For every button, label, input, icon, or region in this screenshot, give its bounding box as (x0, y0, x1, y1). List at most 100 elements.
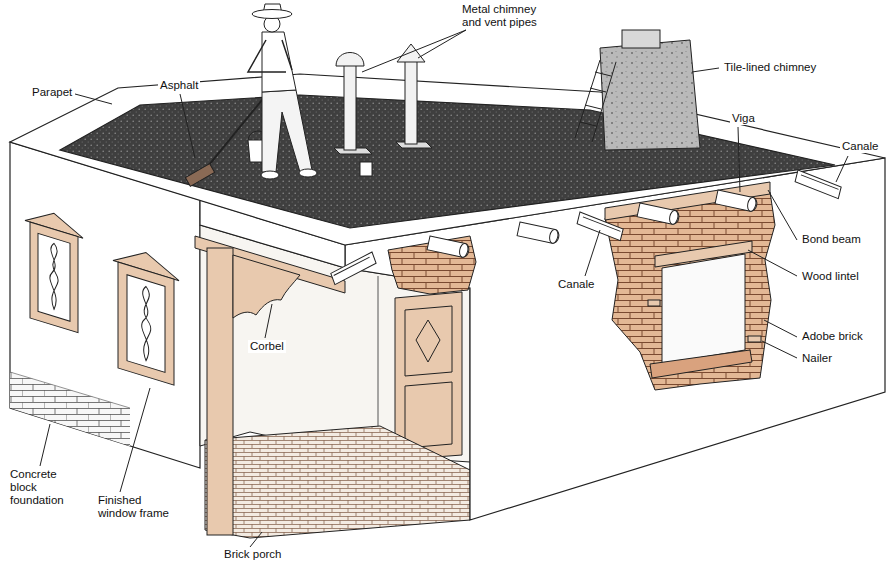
leader-lines-part (250, 532, 262, 547)
leader-lines-part (692, 68, 719, 72)
vigas-part-part (427, 236, 470, 258)
leader-lines-part (585, 230, 600, 276)
porch-post (195, 236, 345, 535)
part-label: Asphalt (158, 79, 200, 92)
roofer-figure-part (248, 40, 286, 72)
leader-lines-part (768, 190, 797, 240)
roofer-figure-part (282, 40, 292, 70)
chimneys-part (590, 88, 606, 92)
wall-cutaway-part (748, 336, 761, 342)
vigas-part (637, 203, 680, 225)
porch-recess-part (405, 306, 452, 376)
roofer-figure-part (299, 169, 317, 177)
part-label: Bond beam (800, 233, 863, 246)
chimneys (334, 30, 700, 176)
canales-part (576, 212, 625, 241)
leader-lines-part (180, 94, 195, 158)
roof-part (60, 95, 835, 228)
leader-lines-part (75, 94, 112, 104)
leader-lines-part (362, 30, 466, 72)
vigas-part-part (668, 210, 679, 225)
porch-recess-part (395, 292, 462, 460)
left-windows (25, 204, 179, 386)
wall-cutaway-part (648, 300, 660, 306)
porch-recess-part (405, 382, 452, 448)
left-windows-part-part (118, 262, 174, 385)
roofer-figure-part (261, 171, 279, 179)
vigas-part (517, 222, 560, 244)
part-label: Viga (730, 112, 757, 125)
porch-recess-part (378, 276, 379, 440)
wall-cutaway-part (388, 236, 476, 294)
part-label: Corbel (248, 340, 286, 353)
brick-porch-floor (205, 426, 470, 538)
canales-part-part (582, 217, 622, 232)
vigas-part (427, 236, 470, 258)
left-windows-part-part (30, 222, 78, 333)
roofer-figure-part (185, 164, 214, 187)
left-windows-part (25, 204, 83, 334)
canales-part (329, 252, 378, 285)
brick-porch-floor-part (205, 426, 470, 538)
canales-part-part (329, 252, 378, 285)
canales-part-part (794, 170, 843, 199)
part-label: Parapet (30, 86, 74, 99)
left-windows-part-part (38, 233, 70, 321)
part-label: Canale (840, 140, 880, 153)
chimneys-part (405, 60, 417, 144)
roof (10, 74, 885, 245)
chimneys-part (592, 62, 616, 142)
leader-lines-part (418, 30, 466, 58)
porch-recess-part (416, 320, 440, 362)
leader-lines-part (40, 424, 50, 466)
vigas-part-part (517, 222, 560, 244)
left-windows-part (113, 242, 179, 386)
leader-lines-part (265, 304, 272, 338)
chimneys-part (580, 122, 596, 126)
left-wall-part (10, 372, 130, 408)
left-wall-part (10, 372, 130, 446)
left-windows-part-part (50, 242, 58, 311)
canales-part (794, 170, 843, 199)
leader-lines-part (738, 127, 740, 192)
part-label: Tile-lined chimney (722, 61, 818, 74)
part-label: Metal chimney and vent pipes (460, 3, 554, 29)
leader-lines-part (762, 341, 797, 358)
part-label: Concrete block foundation (8, 468, 84, 508)
canales-part-part (800, 175, 840, 190)
part-label: Canale (556, 278, 596, 291)
roofer-figure-part (252, 10, 292, 19)
porch-post-part (233, 255, 300, 318)
leader-lines (40, 30, 848, 547)
left-windows-part-part (142, 285, 151, 362)
roofer-figure (185, 4, 317, 186)
leader-lines-part (748, 250, 797, 276)
leader-lines-part (764, 320, 797, 337)
chimneys-part (600, 40, 700, 150)
left-windows-part-part (127, 275, 165, 373)
canales-part-part (332, 257, 371, 275)
part-label: Brick porch (222, 548, 284, 561)
chimneys-part (336, 53, 364, 67)
wall-cutaway-part (650, 350, 752, 378)
vigas-part-part (458, 243, 469, 258)
chimneys-part (622, 30, 660, 48)
vigas-part-part (715, 190, 758, 212)
porch-post-part (207, 248, 233, 535)
chimneys-part (344, 62, 356, 150)
canales-part-part (576, 212, 625, 241)
vigas-part-part (548, 229, 559, 244)
leader-lines-part (120, 388, 150, 492)
wall-cutaway-part (662, 254, 745, 364)
chimneys-part (595, 72, 611, 76)
chimneys-part (397, 44, 425, 62)
wall-cutaway-part (605, 192, 775, 390)
canales (329, 170, 843, 285)
vigas-part-part (746, 197, 757, 212)
leader-lines-part (836, 156, 848, 182)
roofer-figure-part (262, 32, 296, 92)
vigas-part-part (637, 203, 680, 225)
vigas-part (715, 190, 758, 212)
